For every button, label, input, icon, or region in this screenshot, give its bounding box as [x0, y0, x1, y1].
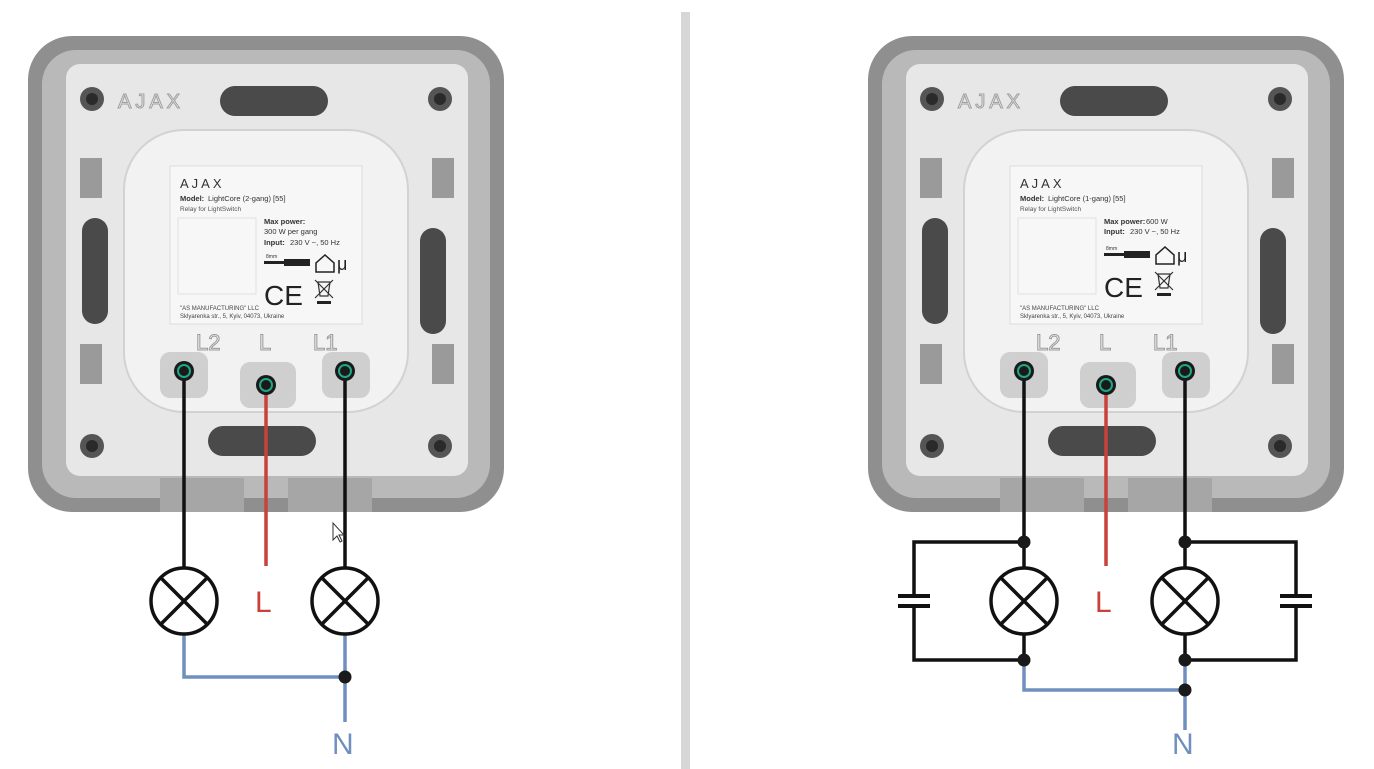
junction-node [338, 670, 352, 684]
device-subtitle: Relay for LightSwitch [180, 206, 241, 213]
manufacturer: "AS MANUFACTURING" LLC [180, 306, 260, 312]
input-key: Input: [264, 238, 285, 247]
capacitor-icon [1280, 594, 1312, 608]
model-key: Model: [180, 194, 204, 203]
diagram-right: AJAX AJAX Model: LightCore (1-gang) [55]… [868, 36, 1344, 761]
housing-brand: AJAX [958, 91, 1024, 113]
ce-mark: CE [264, 280, 303, 311]
max-power-value: 300 W per gang [264, 227, 317, 236]
neutral-wire [182, 635, 345, 679]
capacitor-loop-left [912, 540, 1024, 596]
junction-node [1017, 653, 1031, 667]
lamp-icon [1150, 566, 1220, 636]
device-subtitle: Relay for LightSwitch [1020, 206, 1081, 213]
panel-divider [681, 12, 690, 769]
device-housing [868, 36, 1344, 512]
ce-mark: CE [1104, 272, 1143, 303]
manufacturer: "AS MANUFACTURING" LLC [1020, 306, 1100, 312]
terminal-l1 [335, 361, 355, 381]
neutral-label: N [1172, 728, 1194, 761]
junction-node [1178, 535, 1192, 549]
input-key: Input: [1104, 227, 1125, 236]
mouse-cursor-icon [332, 521, 346, 543]
strip-gauge-icon [264, 259, 310, 266]
max-power-key: Max power: [1104, 217, 1145, 226]
model-key: Model: [1020, 194, 1044, 203]
capacitor-icon [898, 594, 930, 608]
address: Sklyarenka str., 5, Kyiv, 04073, Ukraine [180, 314, 285, 320]
lamp-icon [310, 566, 380, 636]
diagram-left: AJAX AJAX Model: LightCore (2-gang) [55]… [28, 36, 504, 761]
terminal-l [256, 375, 276, 395]
device-housing [28, 36, 504, 512]
strip-length: 8mm [1106, 246, 1117, 252]
terminal-label-l: L [1099, 330, 1111, 355]
capacitor-loop-right-bottom [1185, 606, 1298, 662]
input-value: 230 V ~, 50 Hz [290, 238, 340, 247]
terminal-l2 [174, 361, 194, 381]
strip-gauge-icon [1104, 251, 1150, 258]
wiring [898, 371, 1312, 730]
label-brand: AJAX [1020, 176, 1065, 191]
terminal-label-l2: L2 [196, 330, 220, 355]
label-brand: AJAX [180, 176, 225, 191]
address: Sklyarenka str., 5, Kyiv, 04073, Ukraine [1020, 314, 1125, 320]
indoor-use-icon [315, 253, 335, 273]
terminal-l [1096, 375, 1116, 395]
terminal-label-l1: L1 [313, 330, 337, 355]
terminal-l1 [1175, 361, 1195, 381]
capacitor-loop-right [1185, 540, 1298, 596]
lamp-icon [989, 566, 1059, 636]
terminal-label-l2: L2 [1036, 330, 1060, 355]
wiring [182, 371, 352, 722]
model-value: LightCore (1-gang) [55] [1048, 194, 1126, 203]
junction-node [1178, 653, 1192, 667]
junction-node [1178, 683, 1192, 697]
micro-disconnect-mark: μ [337, 254, 347, 274]
max-power-key: Max power: [264, 217, 305, 226]
housing-brand: AJAX [118, 91, 184, 113]
weee-bin-icon [314, 279, 334, 304]
max-power-value: 600 W [1146, 217, 1169, 226]
lamp-icon [149, 566, 219, 636]
strip-length: 8mm [266, 254, 277, 260]
neutral-wire [1022, 660, 1185, 692]
micro-disconnect-mark: μ [1177, 246, 1187, 266]
weee-bin-icon [1154, 271, 1174, 296]
input-value: 230 V ~, 50 Hz [1130, 227, 1180, 236]
capacitor-loop-left-bottom [912, 606, 1024, 662]
line-label: L [255, 586, 272, 619]
terminal-label-l1: L1 [1153, 330, 1177, 355]
junction-node [1017, 535, 1031, 549]
terminal-l2 [1014, 361, 1034, 381]
model-value: LightCore (2-gang) [55] [208, 194, 286, 203]
neutral-label: N [332, 728, 354, 761]
line-label: L [1095, 586, 1112, 619]
terminal-label-l: L [259, 330, 271, 355]
indoor-use-icon [1155, 245, 1175, 265]
